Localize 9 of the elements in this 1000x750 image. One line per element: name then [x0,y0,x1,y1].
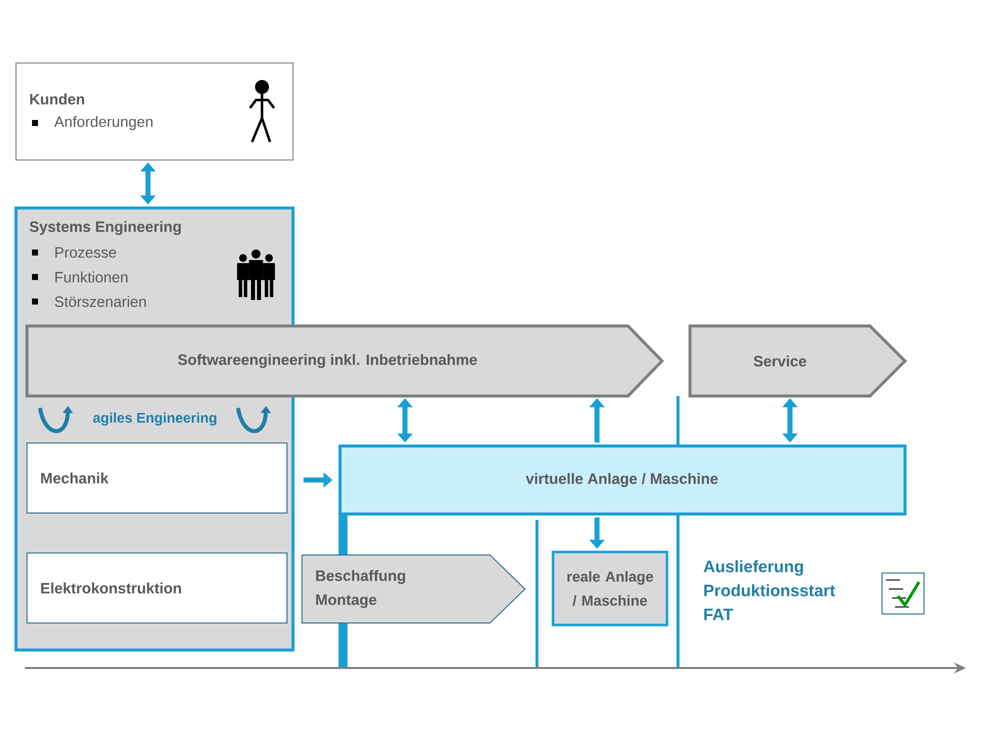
machine-box: reale Anlage / Maschine [552,550,668,626]
phase-step: Softwareengineering inkl. Inbetriebnahme [26,324,664,398]
discipline-box: Mechanik [26,442,288,514]
milestone-text: Auslieferung Produktionsstart FAT [704,560,836,620]
phase-step: Beschaffung Montage [302,554,526,624]
customer-box: Kunden Anforderungen [16,62,294,160]
virtual-machine-box: virtuelle Anlage / Maschine [338,444,906,516]
discipline-box: Elektrokonstruktion [26,552,288,624]
phase-step: Service [688,324,908,398]
